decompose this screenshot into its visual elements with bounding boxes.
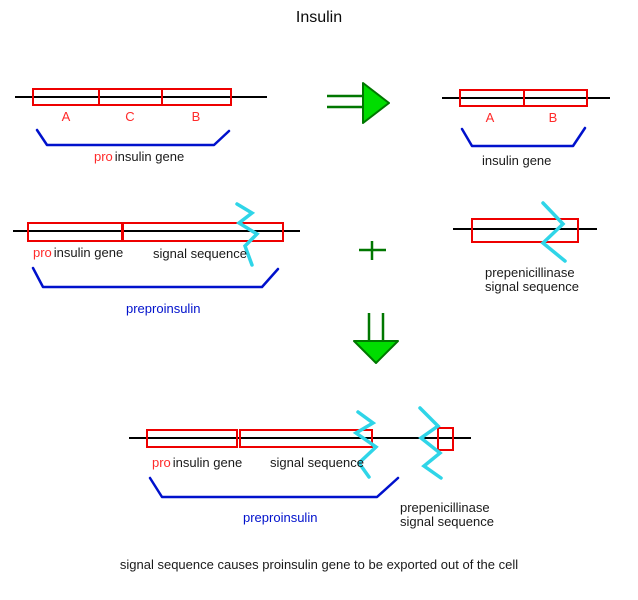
gene-text: insulin gene bbox=[114, 149, 185, 164]
prepenicillinase-line2: signal sequence bbox=[400, 514, 494, 529]
caption-text: signal sequence causes proinsulin gene t… bbox=[119, 557, 519, 572]
proinsulin-box bbox=[146, 429, 238, 448]
exon-label-b: B bbox=[191, 109, 201, 124]
brace bbox=[35, 128, 231, 147]
preproinsulin-label: preproinsulin bbox=[126, 301, 201, 316]
exon-label-a: A bbox=[485, 110, 495, 125]
prepenicillinase-line1: prepenicillinase bbox=[485, 265, 575, 280]
cut-zigzag-icon bbox=[418, 406, 443, 480]
prepenicillinase-label: prepenicillinase signal sequence bbox=[485, 266, 579, 294]
plus-icon bbox=[359, 241, 386, 260]
exon-label-c: C bbox=[125, 109, 135, 124]
signal-sequence-box bbox=[122, 222, 284, 242]
brace bbox=[148, 476, 400, 499]
signal-sequence-label: signal sequence bbox=[153, 246, 247, 261]
exon-box-b bbox=[161, 88, 232, 106]
arrow-down-icon bbox=[353, 313, 399, 364]
preproinsulin-label: preproinsulin bbox=[243, 510, 318, 525]
cut-zigzag-icon bbox=[540, 201, 567, 263]
gene-text: insulin gene bbox=[172, 455, 243, 470]
pro-prefix: pro bbox=[33, 245, 52, 260]
pro-prefix: pro bbox=[152, 455, 171, 470]
prepenicillinase-box bbox=[437, 427, 454, 451]
signal-sequence-box bbox=[239, 429, 373, 448]
pro-prefix: pro bbox=[94, 149, 113, 164]
brace bbox=[460, 126, 587, 148]
insulin-gene-label: insulin gene bbox=[482, 153, 552, 168]
diagram-title: Insulin bbox=[295, 9, 343, 26]
exon-label-a: A bbox=[61, 109, 71, 124]
exon-label-b: B bbox=[548, 110, 558, 125]
arrow-right-icon bbox=[327, 82, 390, 124]
cut-zigzag-icon bbox=[235, 202, 260, 267]
prepenicillinase-label: prepenicillinase signal sequence bbox=[400, 501, 494, 529]
prepenicillinase-line2: signal sequence bbox=[485, 279, 579, 294]
prepenicillinase-box bbox=[471, 218, 579, 243]
cut-zigzag-icon bbox=[352, 410, 379, 479]
prepenicillinase-line1: prepenicillinase bbox=[400, 500, 490, 515]
exon-box-b bbox=[523, 89, 588, 107]
brace bbox=[31, 266, 280, 289]
signal-sequence-label: signal sequence bbox=[270, 455, 364, 470]
gene-text: insulin gene bbox=[53, 245, 124, 260]
